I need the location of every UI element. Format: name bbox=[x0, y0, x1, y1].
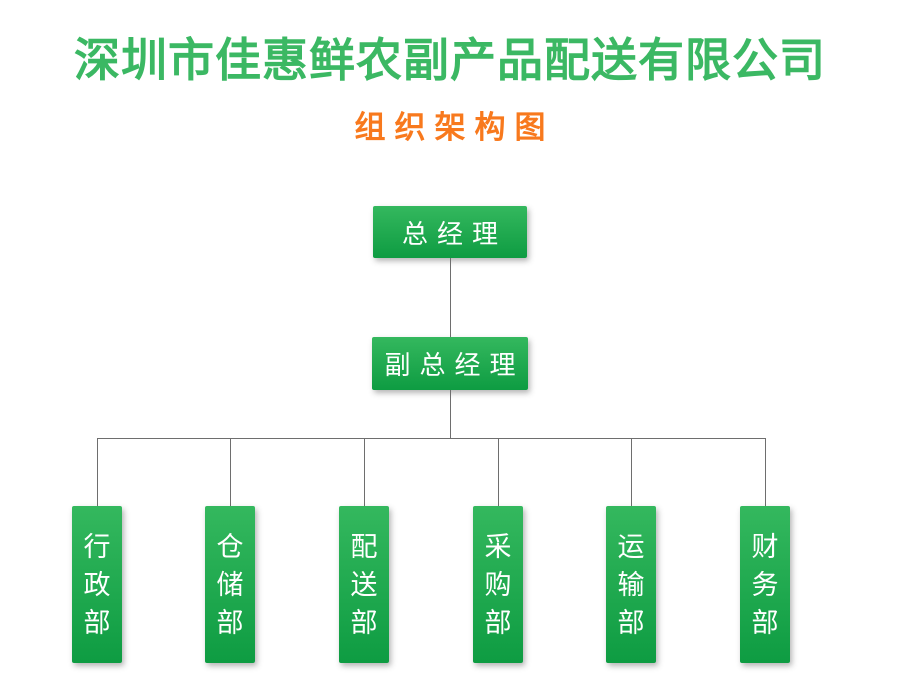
connector-root-deputy bbox=[450, 258, 451, 337]
org-node-label: 采购部 bbox=[484, 531, 512, 638]
connector-deputy-bus bbox=[450, 390, 451, 438]
org-node-warehouse-dept: 仓储部 bbox=[205, 506, 255, 663]
org-node-finance-dept: 财务部 bbox=[740, 506, 790, 663]
connector-drop-finance bbox=[765, 438, 766, 506]
connector-drop-purchasing bbox=[498, 438, 499, 506]
org-node-label: 行政部 bbox=[83, 531, 111, 638]
org-node-label: 运输部 bbox=[617, 531, 645, 638]
org-node-label: 配送部 bbox=[350, 531, 378, 638]
org-node-label: 总经理 bbox=[401, 218, 507, 249]
org-node-distribution-dept: 配送部 bbox=[339, 506, 389, 663]
org-node-deputy-general-manager: 副总经理 bbox=[372, 337, 528, 390]
company-title: 深圳市佳惠鲜农副产品配送有限公司 bbox=[74, 34, 826, 86]
org-node-label: 财务部 bbox=[751, 531, 779, 638]
org-node-general-manager: 总经理 bbox=[373, 206, 527, 258]
connector-drop-warehouse bbox=[230, 438, 231, 506]
org-node-admin-dept: 行政部 bbox=[72, 506, 122, 663]
org-node-transport-dept: 运输部 bbox=[606, 506, 656, 663]
connector-drop-distribution bbox=[364, 438, 365, 506]
connector-drop-admin bbox=[97, 438, 98, 506]
connector-drop-transport bbox=[631, 438, 632, 506]
org-node-purchasing-dept: 采购部 bbox=[473, 506, 523, 663]
org-node-label: 副总经理 bbox=[384, 350, 525, 380]
connector-horizontal-bus bbox=[97, 438, 766, 439]
org-node-label: 仓储部 bbox=[216, 531, 244, 638]
chart-subtitle: 组织架构图 bbox=[354, 110, 555, 145]
